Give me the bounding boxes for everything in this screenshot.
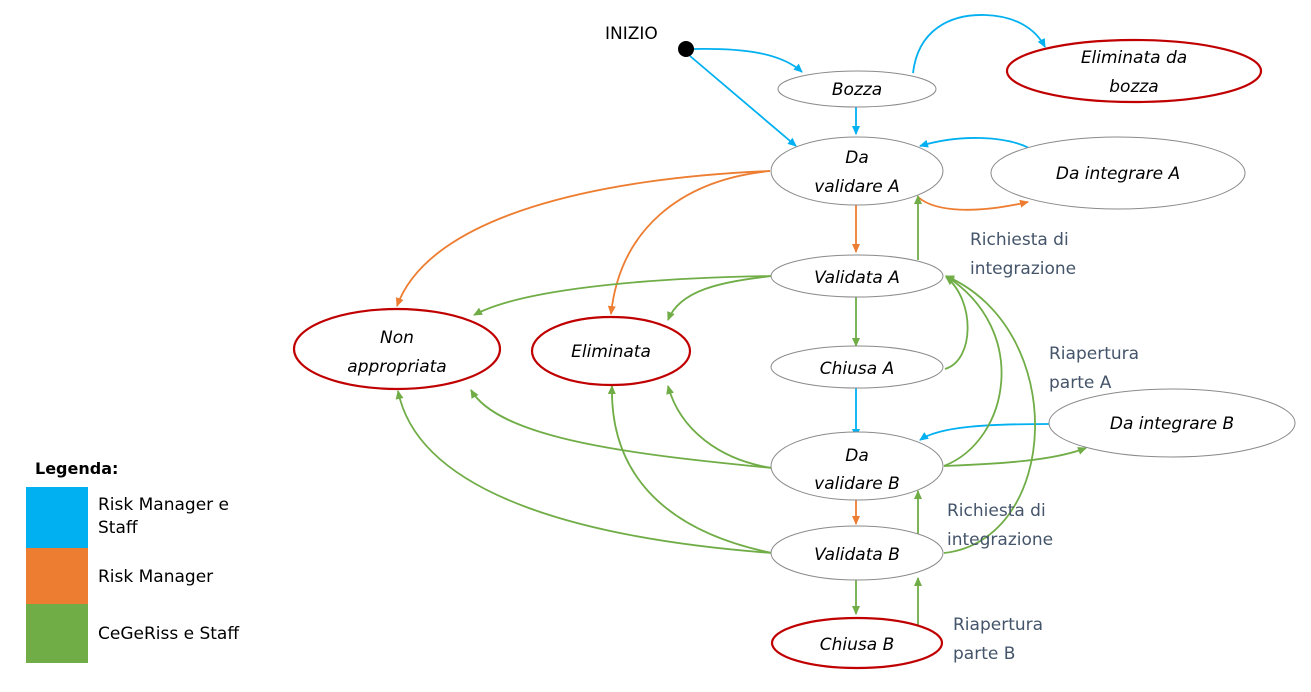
legend-label-risk-manager: Risk Manager — [98, 567, 214, 587]
node-label-line2: validare B — [814, 474, 900, 494]
edge-validata-a-non-appropriata — [473, 275, 773, 316]
note-line2: integrazione — [970, 259, 1076, 279]
note-line1: Richiesta di — [970, 230, 1069, 250]
node-bozza[interactable]: Bozza — [777, 70, 937, 108]
node-eliminata-bozza[interactable]: Eliminata da bozza — [1005, 38, 1263, 104]
note-riapertura-parte-b: Riapertura parte B — [953, 615, 1043, 664]
legend-label-risk-manager-staff: Risk Manager e Staff — [98, 495, 230, 538]
note-riapertura-parte-a: Riapertura parte A — [1049, 344, 1139, 393]
note-line1: Riapertura — [1049, 344, 1139, 364]
node-label: Da integrare A — [1056, 164, 1180, 184]
edge-validata-b-non-appropriata — [395, 390, 773, 554]
edge-bozza-eliminata-bozza — [912, 14, 1046, 74]
edge-validata-b-validata-a — [943, 275, 1036, 554]
node-da-integrare-b[interactable]: Da integrare B — [1048, 388, 1296, 458]
node-label-line2: appropriata — [347, 357, 446, 377]
edge-da-integrare-b-da-validare-b — [919, 423, 1051, 441]
legend-swatch-risk-manager — [26, 548, 88, 604]
edge-validata-a-eliminata — [667, 275, 773, 321]
note-richiesta-integrazione-b: Richiesta di integrazione — [947, 501, 1053, 550]
edge-inizio-bozza — [692, 47, 803, 73]
edge-da-validare-a-da-integrare-a — [917, 196, 1029, 211]
node-label-line2: bozza — [1109, 77, 1158, 97]
legend-title: Legenda: — [35, 459, 119, 478]
edge-da-validare-b-eliminata — [666, 385, 773, 469]
start-node: INIZIO — [605, 24, 694, 57]
legend-swatch-cegeriss-staff — [26, 604, 88, 663]
node-label-line2: validare A — [814, 177, 900, 197]
edge-da-validare-a-eliminata — [607, 170, 771, 315]
note-line2: integrazione — [947, 530, 1053, 550]
edge-validata-b-eliminata — [607, 385, 773, 554]
node-validata-b[interactable]: Validata B — [770, 525, 944, 581]
node-eliminata[interactable]: Eliminata — [530, 315, 692, 387]
node-validata-a[interactable]: Validata A — [770, 254, 944, 298]
note-line2: parte A — [1049, 373, 1112, 393]
edge-da-validare-b-validata-a — [943, 275, 1003, 467]
edge-da-validare-b-non-appropriata — [470, 389, 773, 469]
edge-da-validare-b-da-integrare-b — [943, 447, 1087, 467]
node-da-validare-b[interactable]: Da validare B — [770, 431, 944, 501]
node-label-line1: Eliminata da — [1081, 48, 1187, 68]
node-label: Da integrare B — [1110, 414, 1234, 434]
edges-layer — [395, 14, 1087, 626]
node-label: Eliminata — [571, 342, 651, 362]
edge-chiusa-a-validata-a — [944, 276, 969, 370]
node-label-line1: Da — [845, 446, 869, 466]
start-dot — [678, 41, 694, 57]
node-non-appropriata[interactable]: Non appropriata — [292, 307, 502, 391]
node-label: Chiusa B — [820, 635, 894, 655]
legend-swatch-risk-manager-staff — [26, 487, 88, 548]
node-da-validare-a[interactable]: Da validare A — [770, 136, 944, 206]
node-label: Bozza — [832, 80, 882, 100]
note-line2: parte B — [953, 644, 1015, 664]
note-line1: Riapertura — [953, 615, 1043, 635]
node-label: Validata A — [814, 268, 900, 288]
node-label: Validata B — [814, 545, 900, 565]
note-line1: Richiesta di — [947, 501, 1046, 521]
edge-da-integrare-a-da-validare-a — [919, 137, 1030, 149]
legend-label-cegeriss-staff: CeGeRiss e Staff — [98, 624, 240, 644]
start-label: INIZIO — [605, 24, 658, 44]
node-da-integrare-a[interactable]: Da integrare A — [990, 136, 1246, 210]
node-label: Chiusa A — [820, 359, 894, 379]
edge-inizio-da-validare-a — [689, 55, 797, 147]
edge-da-validare-a-non-appropriata — [395, 170, 771, 307]
note-richiesta-integrazione-a: Richiesta di integrazione — [970, 230, 1076, 279]
node-chiusa-b[interactable]: Chiusa B — [770, 616, 944, 670]
node-label-line1: Non — [380, 328, 414, 348]
node-label-line1: Da — [845, 148, 869, 168]
node-chiusa-a[interactable]: Chiusa A — [770, 345, 944, 389]
